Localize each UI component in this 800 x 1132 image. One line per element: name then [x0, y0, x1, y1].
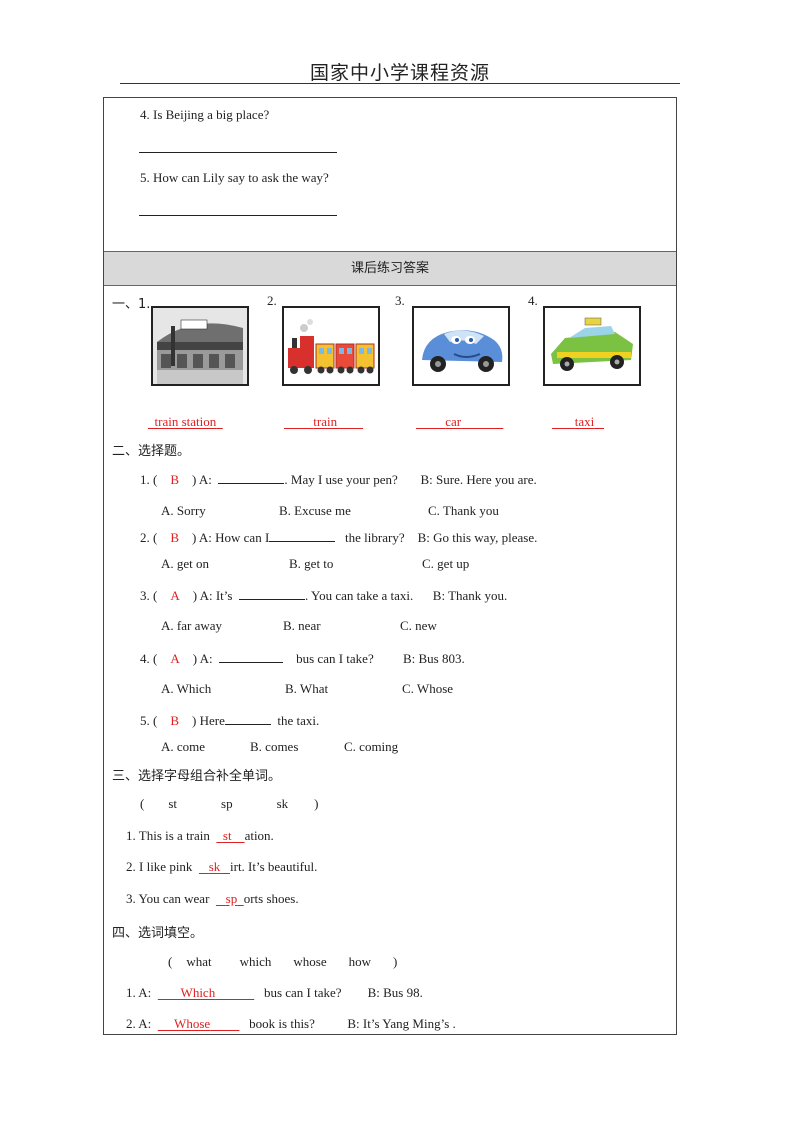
fill-item-1: 1. This is a train st ation.	[126, 828, 274, 843]
answers-title-band: 课后练习答案	[104, 251, 676, 286]
mc-option: C. coming	[344, 739, 399, 754]
answer-line-5[interactable]	[139, 215, 337, 216]
mc-option: B. comes	[250, 739, 299, 754]
mc-item-4: 4. ( A ) A: bus can I take? B: Bus 803.	[140, 651, 465, 666]
mc-option: B. Excuse me	[279, 503, 351, 518]
section4-title: 四、选词填空。	[112, 926, 204, 941]
pic-num-2: 2.	[267, 293, 277, 308]
pic-num-3: 3.	[395, 293, 405, 308]
mc-item-3: 3. ( A ) A: It’s . You can take a taxi. …	[140, 588, 508, 603]
answer-3-car: car	[445, 414, 462, 429]
mc-item-2: 2. ( B ) A: How can I the library? B: Go…	[140, 530, 538, 545]
section2-title: 二、选择题。	[112, 444, 191, 459]
mc-option: B. get to	[289, 556, 334, 571]
worksheet-box: 4. Is Beijing a big place? 5. How can Li…	[103, 97, 677, 1035]
mc-options-4: A. Which	[161, 681, 212, 696]
mc-option: C. new	[400, 618, 437, 633]
answer-line-4[interactable]	[139, 152, 337, 153]
select-item-2: 2. A: Whose book is this? B: It’s Yang M…	[126, 1016, 456, 1031]
answer-2-train: train	[313, 414, 338, 429]
answer-4-taxi: taxi	[574, 414, 595, 429]
mc-options-2: A. get on	[161, 556, 210, 571]
taxi-icon	[543, 306, 641, 386]
mc-options-5: A. come	[161, 739, 206, 754]
mc-options-1: A. Sorry	[161, 503, 206, 518]
mc-option: C. Whose	[402, 681, 454, 696]
train-icon	[282, 306, 380, 386]
page-header-title: 国家中小学课程资源	[309, 62, 490, 84]
mc-option: B. What	[285, 681, 329, 696]
car-icon	[412, 306, 510, 386]
section3-title: 三、选择字母组合补全单词。	[112, 769, 282, 784]
mc-options-3: A. far away	[161, 618, 222, 633]
mc-option: B. near	[283, 618, 321, 633]
fill-item-3: 3. You can wear sp orts shoes.	[126, 891, 299, 906]
answer-1-train-station: train station	[154, 414, 217, 429]
mc-item-1: 1. ( B ) A: . May I use your pen? B: Sur…	[140, 472, 537, 487]
header-rule	[120, 83, 680, 84]
question-5: 5. How can Lily say to ask the way?	[140, 170, 329, 185]
question-4: 4. Is Beijing a big place?	[140, 107, 270, 122]
train-station-icon	[151, 306, 249, 386]
mc-option: C. Thank you	[428, 503, 499, 518]
mc-option: C. get up	[422, 556, 470, 571]
mc-item-5: 5. ( B ) Here the taxi.	[140, 713, 320, 728]
section1-label: 一、1.	[112, 297, 151, 312]
select-item-1: 1. A: Which bus can I take? B: Bus 98.	[126, 985, 423, 1000]
fill-item-2: 2. I like pink sk irt. It’s beautiful.	[126, 859, 318, 874]
pic-num-4: 4.	[528, 293, 538, 308]
